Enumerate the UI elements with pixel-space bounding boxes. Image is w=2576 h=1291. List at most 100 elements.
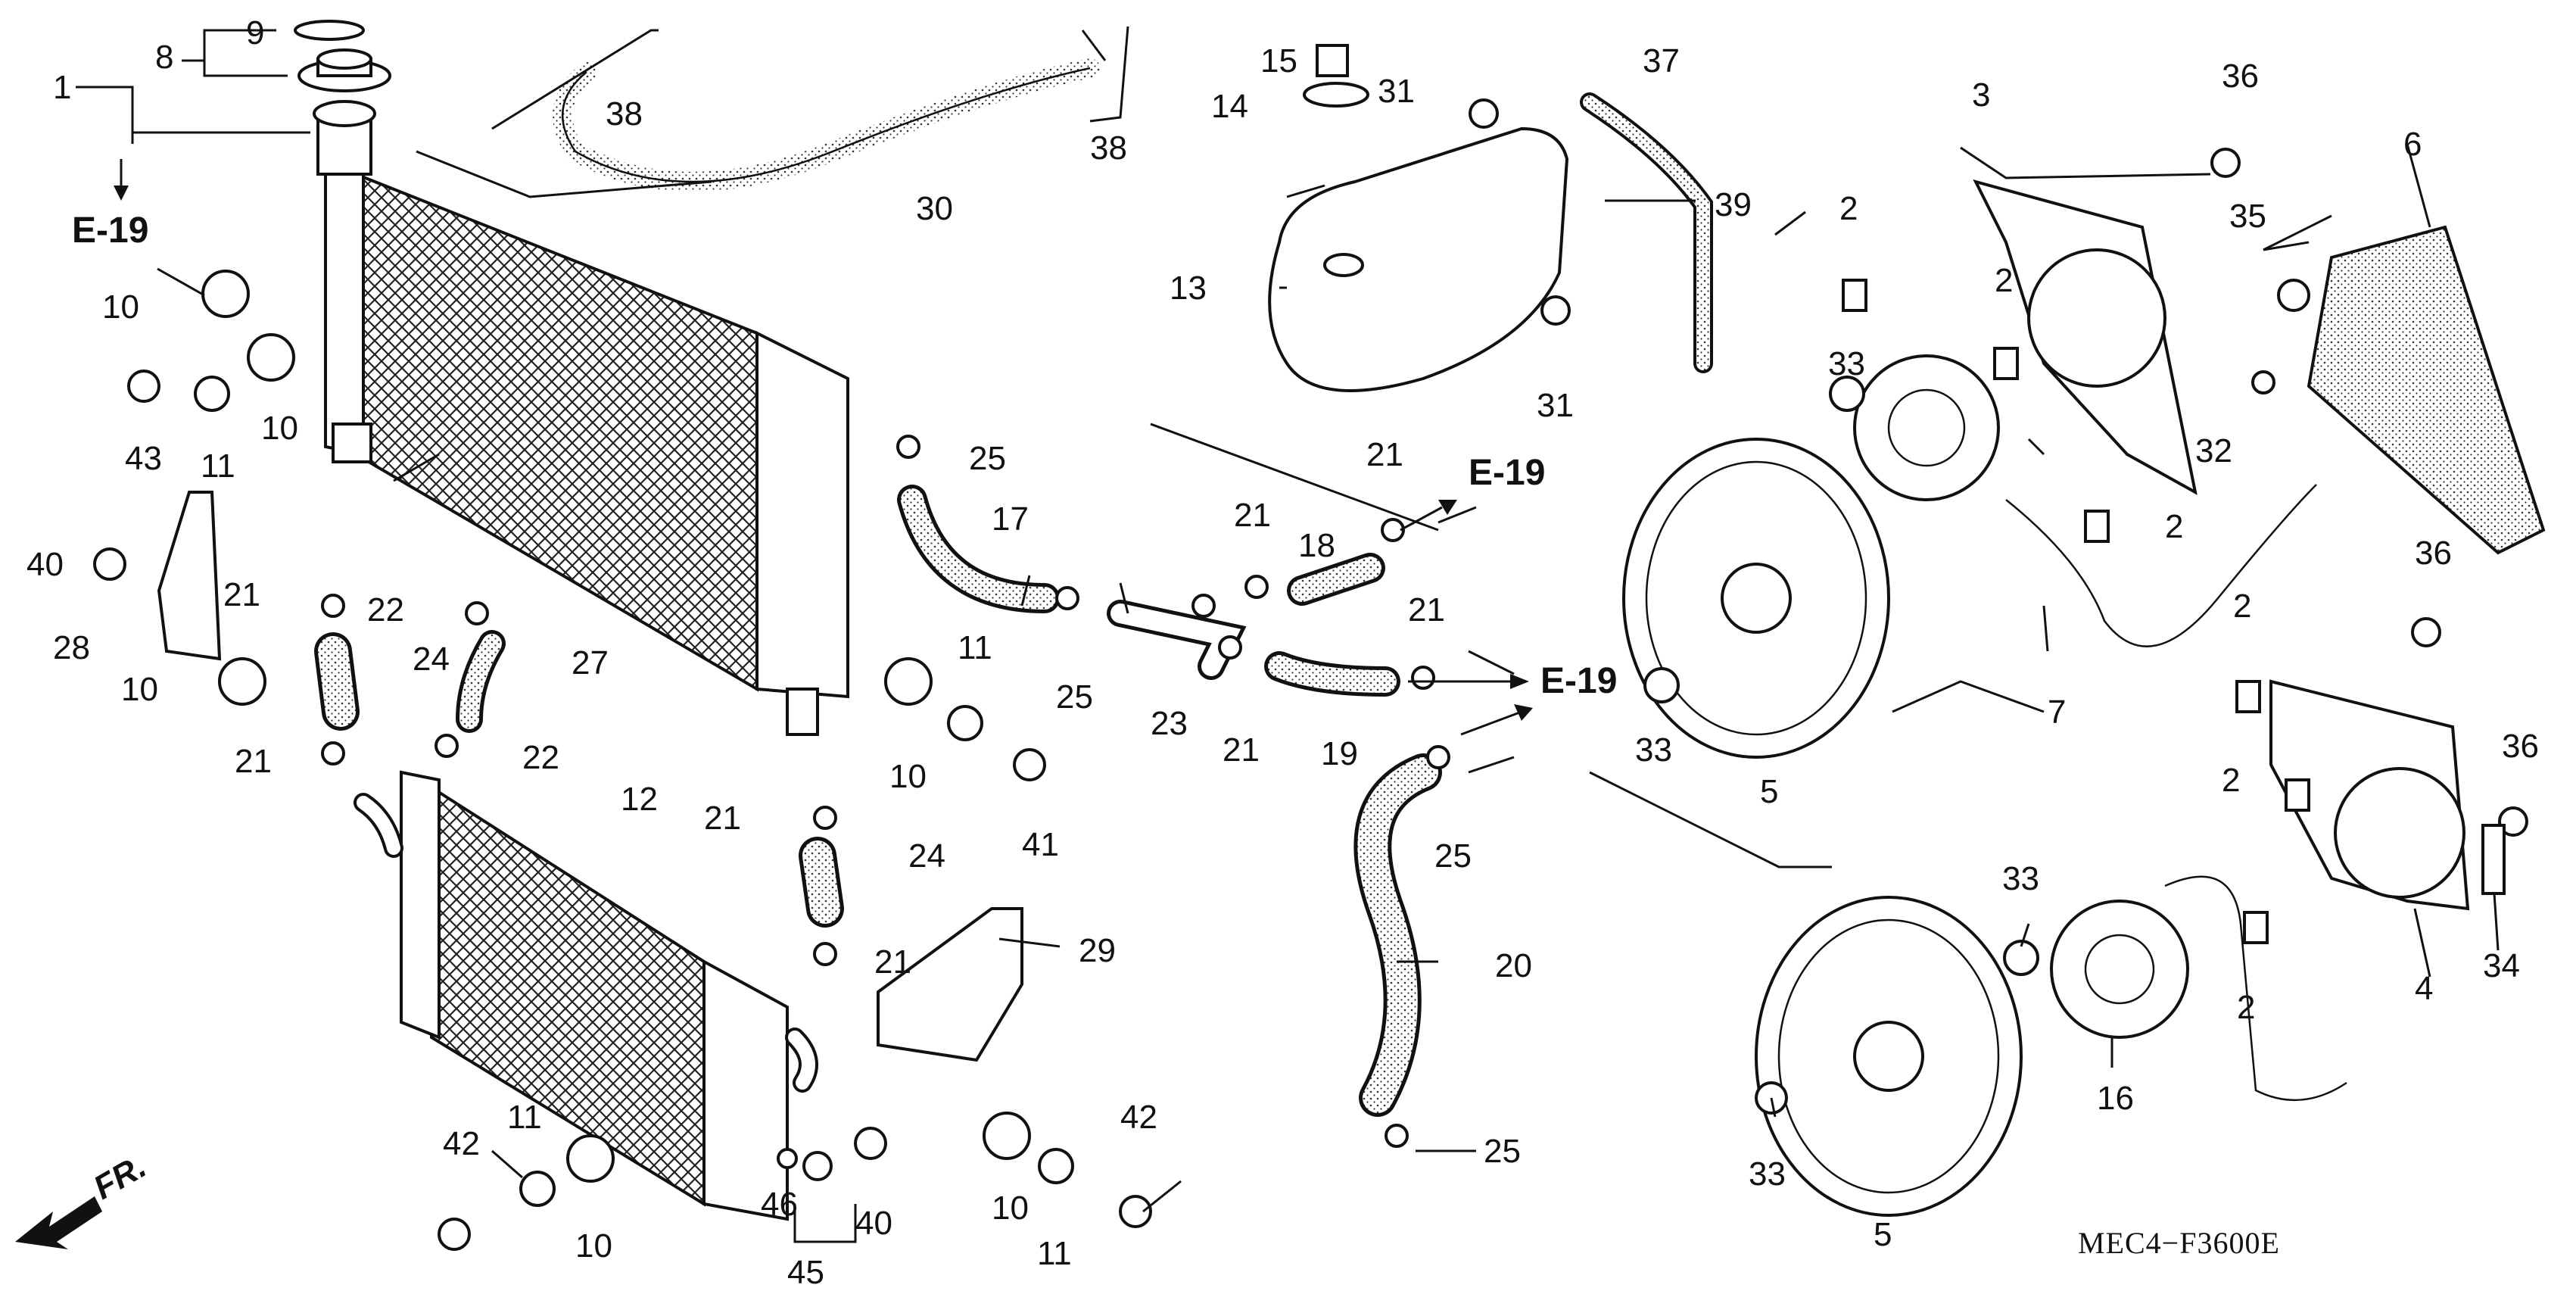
label-43: 43 — [125, 440, 162, 477]
label-10b: 10 — [261, 410, 298, 447]
label-35: 35 — [2229, 198, 2266, 235]
label-1: 1 — [53, 69, 71, 106]
label-10a: 10 — [102, 288, 139, 326]
label-10e: 10 — [575, 1227, 612, 1264]
label-31b: 31 — [1537, 387, 1574, 424]
label-22b: 22 — [522, 739, 559, 776]
label-42a: 42 — [443, 1125, 480, 1162]
ref-e19-right: E-19 — [1540, 661, 1617, 701]
ref-e19-middle: E-19 — [1469, 453, 1545, 493]
reference-markers: E-19 E-19 E-19 — [72, 159, 1617, 736]
fasteners — [93, 98, 2528, 1251]
label-33c: 33 — [2002, 860, 2039, 897]
label-2c: 2 — [2165, 508, 2183, 545]
label-16: 16 — [2097, 1080, 2134, 1117]
label-37: 37 — [1643, 42, 1680, 80]
label-30: 30 — [916, 190, 953, 227]
label-11c: 11 — [507, 1099, 542, 1136]
label-42b: 42 — [1120, 1099, 1157, 1136]
ref-e19-left: E-19 — [72, 210, 148, 251]
label-21e: 21 — [1234, 497, 1271, 534]
label-32: 32 — [2195, 432, 2232, 469]
hoses — [314, 58, 1713, 1117]
label-13: 13 — [1170, 270, 1207, 307]
label-25b: 25 — [1056, 678, 1093, 716]
label-20: 20 — [1495, 947, 1532, 984]
front-arrow-icon: FR. — [15, 1148, 152, 1249]
label-21a: 21 — [223, 576, 260, 613]
label-21c: 21 — [704, 800, 741, 837]
label-7: 7 — [2048, 694, 2066, 731]
label-4: 4 — [2415, 970, 2433, 1007]
label-2b: 2 — [1995, 262, 2013, 299]
label-45: 45 — [787, 1254, 824, 1287]
label-23: 23 — [1151, 705, 1188, 742]
leader-lines — [76, 26, 2500, 1243]
label-10f: 10 — [992, 1190, 1029, 1227]
label-31a: 31 — [1378, 73, 1415, 110]
lower-radiator — [354, 770, 818, 1221]
label-8: 8 — [155, 39, 173, 76]
label-10c: 10 — [121, 671, 158, 708]
label-18: 18 — [1298, 527, 1335, 564]
label-2e: 2 — [2222, 762, 2240, 799]
label-11a: 11 — [201, 447, 235, 485]
part-labels: 1 8 9 10 10 10 10 10 10 11 11 11 11 12 1… — [26, 14, 2539, 1291]
label-33a: 33 — [1828, 345, 1865, 382]
water-pipe — [1107, 600, 1247, 680]
label-25a: 25 — [969, 440, 1006, 477]
label-39: 39 — [1715, 186, 1752, 223]
label-21g: 21 — [1366, 436, 1403, 473]
label-33d: 33 — [1749, 1155, 1786, 1193]
label-6: 6 — [2403, 126, 2422, 163]
label-40a: 40 — [26, 546, 64, 583]
label-21d: 21 — [874, 943, 911, 981]
fan-motor-lower — [2050, 875, 2347, 1102]
label-12: 12 — [621, 781, 658, 818]
fan-motor-upper — [1853, 354, 2317, 647]
label-10d: 10 — [889, 758, 927, 795]
label-24a: 24 — [413, 641, 450, 678]
label-25d: 25 — [1484, 1133, 1521, 1170]
diagram-code: MEC4−F3600E — [2078, 1226, 2280, 1260]
label-21b: 21 — [235, 743, 272, 780]
label-14: 14 — [1211, 88, 1248, 125]
cooling-fan-lower — [1755, 896, 2023, 1217]
cover-plate — [2307, 225, 2546, 555]
label-9: 9 — [246, 14, 264, 51]
label-11d: 11 — [1037, 1235, 1072, 1272]
label-5b: 5 — [1874, 1216, 1892, 1253]
label-11b: 11 — [958, 629, 992, 666]
fan-shroud-upper — [1973, 179, 2198, 495]
label-41: 41 — [1022, 826, 1059, 863]
label-38a: 38 — [606, 95, 643, 133]
label-5a: 5 — [1760, 773, 1778, 810]
label-21f: 21 — [1223, 731, 1260, 769]
label-34: 34 — [2483, 947, 2520, 984]
upper-radiator — [313, 100, 849, 736]
label-36c: 36 — [2502, 728, 2539, 765]
label-3: 3 — [1972, 76, 1990, 114]
label-2f: 2 — [2237, 989, 2255, 1026]
label-33b: 33 — [1635, 731, 1672, 769]
label-27: 27 — [572, 644, 609, 681]
label-22a: 22 — [367, 591, 404, 628]
label-38b: 38 — [1090, 129, 1127, 167]
front-label: FR. — [88, 1148, 153, 1207]
label-2a: 2 — [1839, 190, 1858, 227]
label-17: 17 — [992, 500, 1029, 538]
label-29: 29 — [1079, 932, 1116, 969]
label-46: 46 — [761, 1186, 798, 1223]
label-36a: 36 — [2222, 58, 2259, 95]
label-40b: 40 — [855, 1205, 892, 1242]
reservoir-tank — [1268, 44, 1569, 392]
label-28: 28 — [53, 629, 90, 666]
cooling-fan-upper — [1622, 438, 1890, 759]
label-21h: 21 — [1408, 591, 1445, 628]
radiator-cap — [294, 20, 391, 92]
label-24b: 24 — [908, 837, 945, 875]
fan-shroud-lower — [2269, 679, 2470, 911]
label-15: 15 — [1260, 42, 1297, 80]
label-36b: 36 — [2415, 535, 2452, 572]
